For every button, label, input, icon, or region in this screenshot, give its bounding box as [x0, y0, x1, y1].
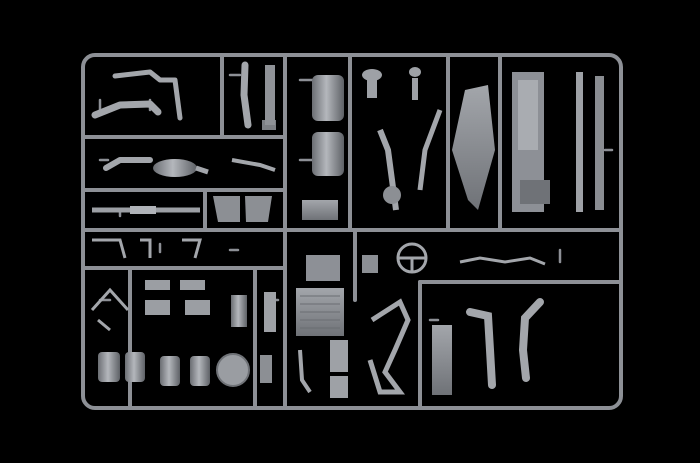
airbag-parts — [145, 280, 210, 315]
hose-part — [298, 349, 312, 394]
chassis-block-part — [520, 180, 550, 204]
chassis-rail-detail — [518, 80, 538, 150]
driveshaft-part — [92, 206, 200, 214]
side-step-part — [576, 72, 583, 212]
gear-part — [383, 186, 401, 204]
exhaust-downpipe-part — [518, 298, 544, 382]
axle-bracket-parts — [213, 196, 272, 222]
shift-linkage-part — [417, 109, 443, 191]
small-bracket-part — [231, 158, 276, 172]
crossmember-part — [367, 298, 411, 395]
exhaust-stack-part — [240, 61, 252, 129]
radiator-fins — [300, 295, 340, 329]
step-plate-part — [330, 340, 348, 372]
small-bracket-part — [260, 355, 272, 383]
fender-part — [452, 85, 495, 210]
exhaust-pipe-parts — [91, 69, 183, 171]
muffler-outlet-part — [195, 165, 209, 175]
axle-hub-parts — [362, 67, 421, 100]
exhaust-downpipe-part — [466, 308, 496, 389]
steering-wheel-part — [396, 242, 428, 274]
sprue-frame — [81, 53, 623, 410]
engine-block-part — [306, 255, 340, 281]
exhaust-hose-part — [459, 256, 546, 266]
spare-wheel-carrier-part — [216, 353, 250, 387]
step-plate-part — [264, 292, 276, 332]
fuel-tank-part — [312, 132, 344, 176]
muffler-part — [153, 159, 197, 177]
mount-part — [362, 255, 378, 273]
air-tank-parts — [98, 352, 210, 386]
spring-hanger-parts — [90, 238, 202, 332]
step-plate-part — [330, 376, 348, 398]
tank-strap-part — [265, 65, 275, 125]
exhaust-tip-part — [231, 295, 247, 327]
battery-box-part — [302, 200, 338, 220]
side-step-part — [595, 76, 604, 210]
fuel-cell-part — [432, 325, 452, 395]
fuel-tank-part — [312, 75, 344, 121]
